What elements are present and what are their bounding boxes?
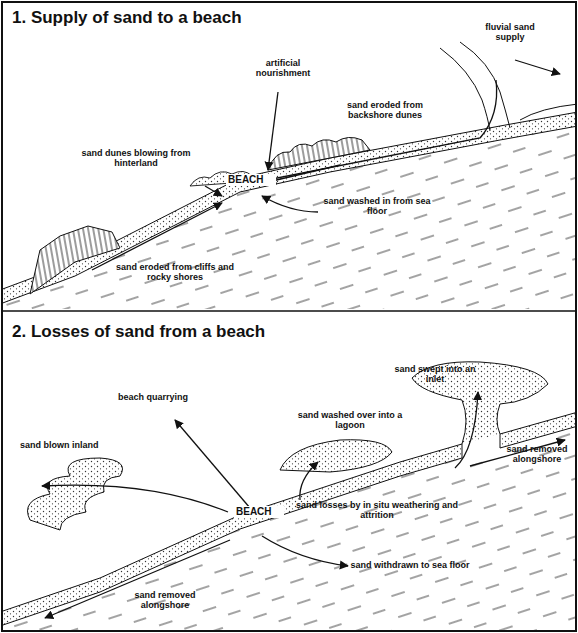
river-bank — [460, 42, 510, 128]
sea — [3, 126, 575, 309]
arrow — [92, 203, 222, 270]
beach-band — [500, 412, 575, 448]
process-label: sand swept into an inlet — [390, 364, 480, 385]
arrow — [268, 165, 340, 182]
beach-band — [3, 444, 462, 626]
inland-dunes — [28, 458, 123, 530]
process-label: sand removed alongshore — [500, 444, 574, 465]
process-label: sand washed in from sea floor — [322, 196, 432, 217]
sea — [3, 426, 575, 630]
panel-heading: 1. Supply of sand to a beach — [12, 8, 432, 28]
backshore-dunes — [268, 137, 370, 170]
process-label: sand withdrawn to sea floor — [350, 560, 470, 570]
arrow — [45, 540, 230, 618]
process-label: sand blown inland — [20, 440, 130, 450]
place-name: BEACH — [226, 174, 276, 186]
process-label: beach quarrying — [118, 392, 218, 402]
panel-supply — [3, 42, 575, 309]
arrow — [205, 186, 222, 196]
arrow — [175, 420, 250, 508]
arrow — [262, 80, 497, 181]
process-label: fluvial sand supply — [470, 22, 550, 43]
arrow — [515, 60, 560, 74]
arrow — [455, 392, 478, 468]
process-label: artificial nourishment — [238, 58, 328, 79]
panel-losses — [3, 362, 575, 630]
process-label: sand eroded from cliffs and rocky shores — [110, 262, 240, 283]
arrow — [268, 92, 278, 170]
process-label: sand losses by in situ weathering and at… — [292, 500, 462, 521]
arrow — [300, 462, 318, 500]
process-label: sand removed alongshore — [120, 590, 210, 611]
river-bank — [440, 48, 490, 131]
arrow — [262, 196, 318, 212]
inlet — [412, 362, 548, 444]
arrow — [262, 536, 348, 566]
divider — [2, 310, 576, 312]
beach-band — [3, 112, 575, 304]
arrow — [42, 485, 228, 512]
panel-heading: 2. Losses of sand from a beach — [12, 322, 432, 342]
place-name: BEACH — [234, 506, 284, 518]
lagoon — [280, 440, 392, 472]
process-label: sand dunes blowing from hinterland — [80, 148, 192, 169]
cliffs — [30, 226, 120, 294]
process-label: sand eroded from backshore dunes — [330, 100, 440, 121]
process-label: sand washed over into a lagoon — [290, 410, 410, 431]
shore-line — [520, 104, 575, 120]
